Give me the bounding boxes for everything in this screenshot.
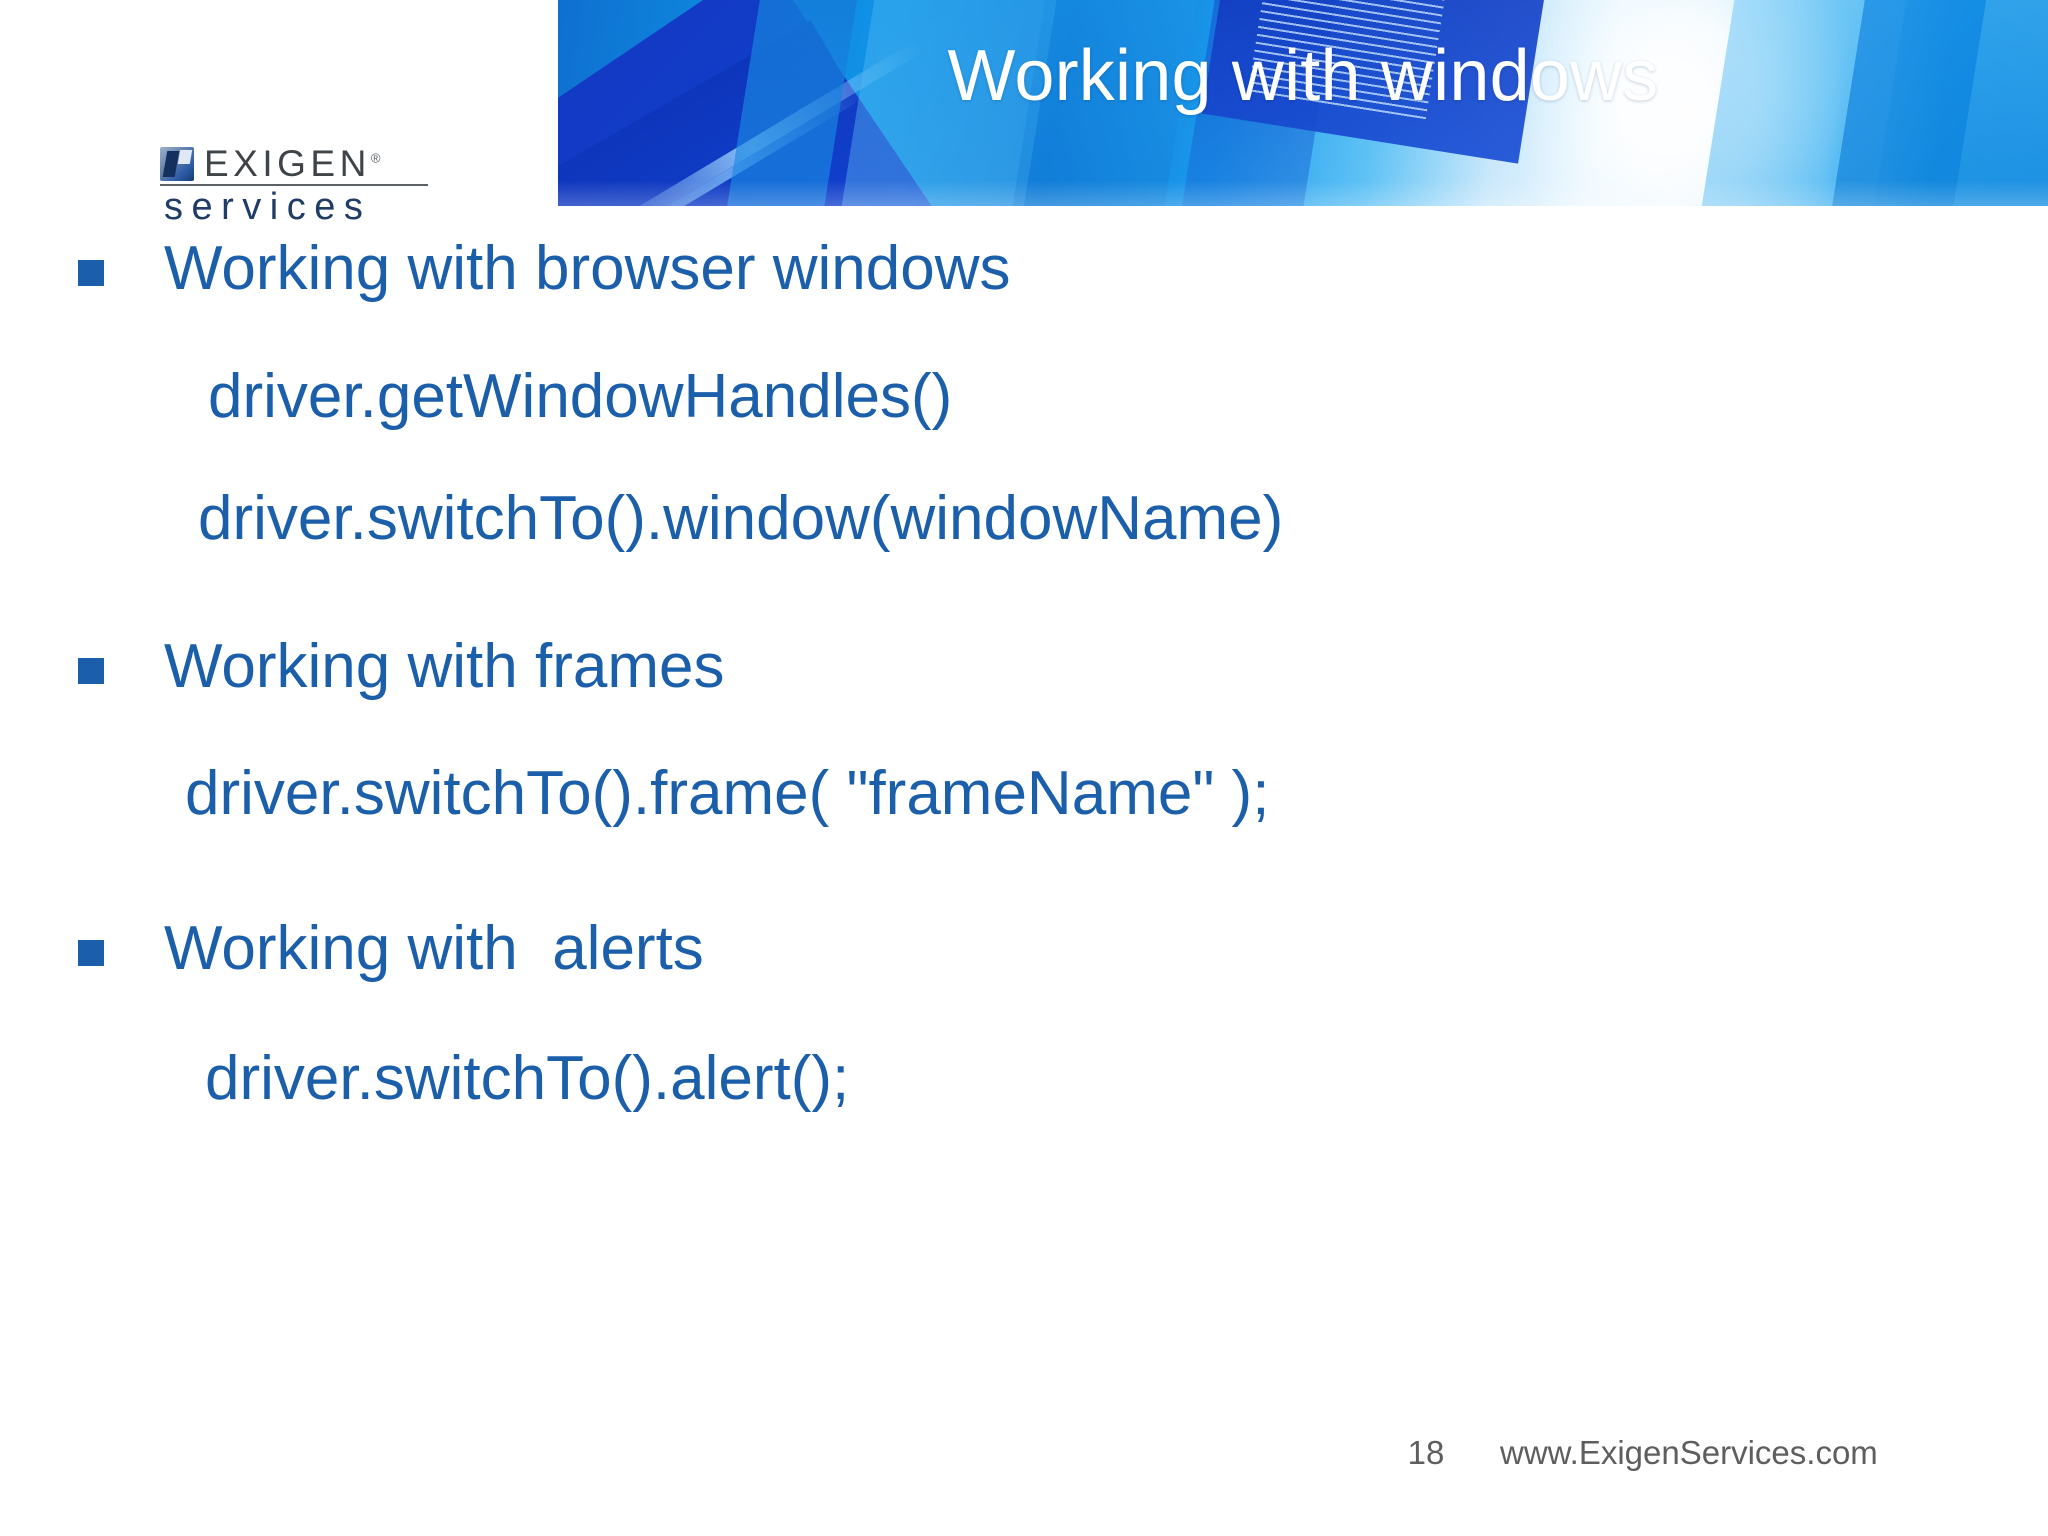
page-title: Working with windows	[947, 36, 1659, 116]
exigen-services-logo: EXIGEN® services	[160, 139, 428, 228]
logo-divider	[160, 184, 428, 186]
bullet-label: Working with browser windows	[164, 234, 1011, 303]
code-line-get-window-handles: driver.getWindowHandles()	[208, 362, 953, 431]
registered-trademark-icon: ®	[370, 150, 381, 166]
square-bullet-icon	[78, 260, 104, 286]
logo-subtitle: services	[164, 186, 372, 228]
code-line-switch-to-window: driver.switchTo().window(windowName)	[198, 484, 1284, 553]
bullet-item-frames: Working with frames	[78, 636, 724, 698]
logo-wordmark: EXIGEN®	[204, 142, 381, 184]
square-bullet-icon	[78, 658, 104, 684]
bullet-label: Working with alerts	[164, 914, 704, 983]
square-bullet-icon	[78, 940, 104, 966]
bullet-item-alerts: Working with alerts	[78, 918, 704, 980]
footer-website-url: www.ExigenServices.com	[1500, 1434, 1878, 1471]
title-banner: Working with windows	[558, 0, 2048, 206]
logo-wordmark-text: EXIGEN	[204, 142, 371, 184]
bullet-label: Working with frames	[164, 632, 725, 701]
bullet-item-browser-windows: Working with browser windows	[78, 238, 1010, 300]
exigen-cube-mark-icon	[160, 147, 194, 181]
banner-bottom-fade	[558, 180, 2048, 206]
slide-footer: 18 www.ExigenServices.com	[0, 1434, 2048, 1494]
code-line-switch-to-alert: driver.switchTo().alert();	[205, 1044, 850, 1113]
page-number: 18	[1407, 1434, 1445, 1471]
code-line-switch-to-frame: driver.switchTo().frame( "frameName" );	[185, 759, 1270, 828]
logo-top-row: EXIGEN®	[160, 139, 428, 184]
